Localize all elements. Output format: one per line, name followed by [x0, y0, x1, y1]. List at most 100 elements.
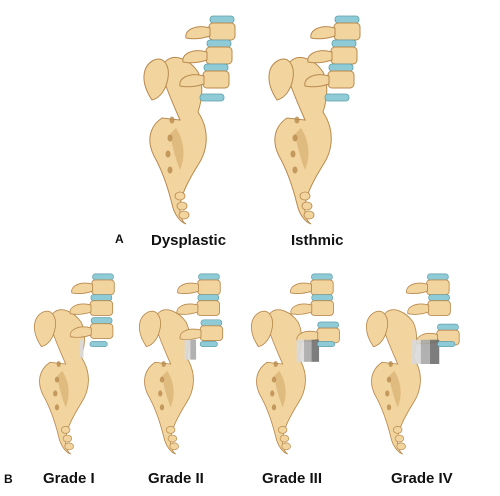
slip-band: [420, 339, 431, 364]
ilium-shape: [268, 58, 294, 101]
vertebral-body: [199, 325, 224, 342]
isthmic-spine-illustration: [268, 15, 361, 225]
slip-band: [184, 339, 191, 360]
intervertebral-disc: [316, 341, 336, 348]
intervertebral-disc: [198, 273, 220, 281]
intervertebral-disc: [331, 39, 357, 48]
slip-band: [304, 339, 312, 362]
sacrum-shadow: [170, 128, 184, 170]
posterior-element: [290, 303, 313, 315]
intervertebral-disc: [90, 317, 113, 325]
coccyx-segment: [392, 426, 403, 434]
intervertebral-disc: [324, 93, 350, 102]
sacral-foramen: [290, 150, 296, 158]
coccyx-segment: [299, 191, 311, 201]
intervertebral-disc: [200, 319, 223, 327]
vertebral-body: [327, 70, 355, 89]
posterior-element: [179, 74, 205, 88]
sacrum-shadow: [274, 370, 286, 408]
vertebral-body: [333, 22, 361, 41]
sacral-foramen: [167, 134, 173, 142]
intervertebral-disc: [206, 39, 232, 48]
isthmic-label: Isthmic: [291, 232, 344, 249]
sacral-foramen: [271, 404, 277, 411]
posterior-element: [406, 282, 428, 295]
coccyx-segment: [64, 442, 74, 451]
sacral-foramen: [271, 376, 277, 383]
ilium-shape: [251, 310, 274, 348]
sacral-foramen: [388, 360, 393, 368]
posterior-element: [69, 326, 92, 338]
coccyx-segment: [301, 201, 313, 211]
coccyx-segment: [178, 210, 190, 220]
slip-band: [430, 339, 440, 364]
vertebral-body: [196, 300, 220, 316]
grade-3-spine-illustration: [251, 273, 340, 455]
coccyx-segment: [165, 426, 176, 434]
sacrum-shadow: [57, 370, 69, 408]
intervertebral-disc: [311, 273, 333, 281]
coccyx-segment: [176, 201, 188, 211]
intervertebral-disc: [209, 15, 235, 24]
posterior-element: [69, 303, 92, 315]
intervertebral-disc: [328, 63, 354, 72]
coccyx-segment: [167, 434, 178, 443]
ilium-shape: [34, 310, 57, 348]
posterior-element: [310, 26, 336, 40]
coccyx-segment: [62, 434, 73, 443]
grade-3-label: Grade III: [262, 470, 323, 487]
intervertebral-disc: [199, 93, 225, 102]
ilium-shape: [143, 58, 169, 101]
sacrum-shadow: [389, 370, 401, 408]
slip-band: [296, 339, 305, 362]
coccyx-segment: [279, 434, 290, 443]
grade-1-spine-illustration: [34, 273, 115, 455]
sacral-foramen: [169, 116, 175, 124]
intervertebral-disc: [427, 273, 449, 281]
sacrum-shadow: [162, 370, 174, 408]
sacral-foramen: [165, 150, 171, 158]
sacral-foramen: [159, 376, 165, 383]
grade-4-label: Grade IV: [391, 470, 453, 487]
coccyx-segment: [396, 442, 406, 451]
panel-a-label: A: [115, 232, 124, 246]
intervertebral-disc: [199, 341, 218, 348]
vertebral-body: [208, 22, 236, 41]
ilium-shape: [366, 310, 389, 348]
posterior-element: [407, 303, 430, 315]
vertebral-body: [427, 300, 451, 316]
ilium-shape: [139, 310, 162, 348]
grade-4-spine-illustration: [366, 273, 460, 455]
vertebral-body: [310, 279, 334, 296]
sacral-foramen: [167, 166, 173, 174]
sacral-foramen: [54, 404, 60, 411]
posterior-element: [290, 282, 312, 295]
sacral-foramen: [161, 360, 166, 368]
vertebral-body: [310, 300, 334, 316]
intervertebral-disc: [90, 294, 113, 302]
intervertebral-disc: [89, 341, 108, 348]
intervertebral-disc: [437, 323, 459, 331]
sacral-foramen: [292, 166, 298, 174]
sacrum-shadow: [295, 128, 309, 170]
sacral-foramen: [53, 390, 58, 397]
slip-band: [411, 339, 421, 364]
posterior-element: [71, 282, 94, 295]
vertebral-body: [426, 279, 450, 296]
sacral-foramen: [273, 360, 278, 368]
coccyx-segment: [303, 210, 315, 220]
intervertebral-disc: [317, 321, 339, 329]
panel-b-label: B: [4, 472, 13, 486]
sacral-foramen: [54, 376, 60, 383]
grade-1-label: Grade I: [43, 470, 95, 487]
posterior-element: [179, 328, 202, 341]
vertebral-body: [330, 46, 358, 65]
sacral-foramen: [292, 134, 298, 142]
coccyx-segment: [169, 442, 179, 451]
dysplastic-spine-illustration: [143, 15, 236, 225]
posterior-element: [182, 50, 208, 64]
coccyx-segment: [281, 442, 291, 451]
sacral-foramen: [294, 116, 300, 124]
sacral-foramen: [270, 390, 275, 397]
dysplastic-label: Dysplastic: [151, 232, 227, 249]
